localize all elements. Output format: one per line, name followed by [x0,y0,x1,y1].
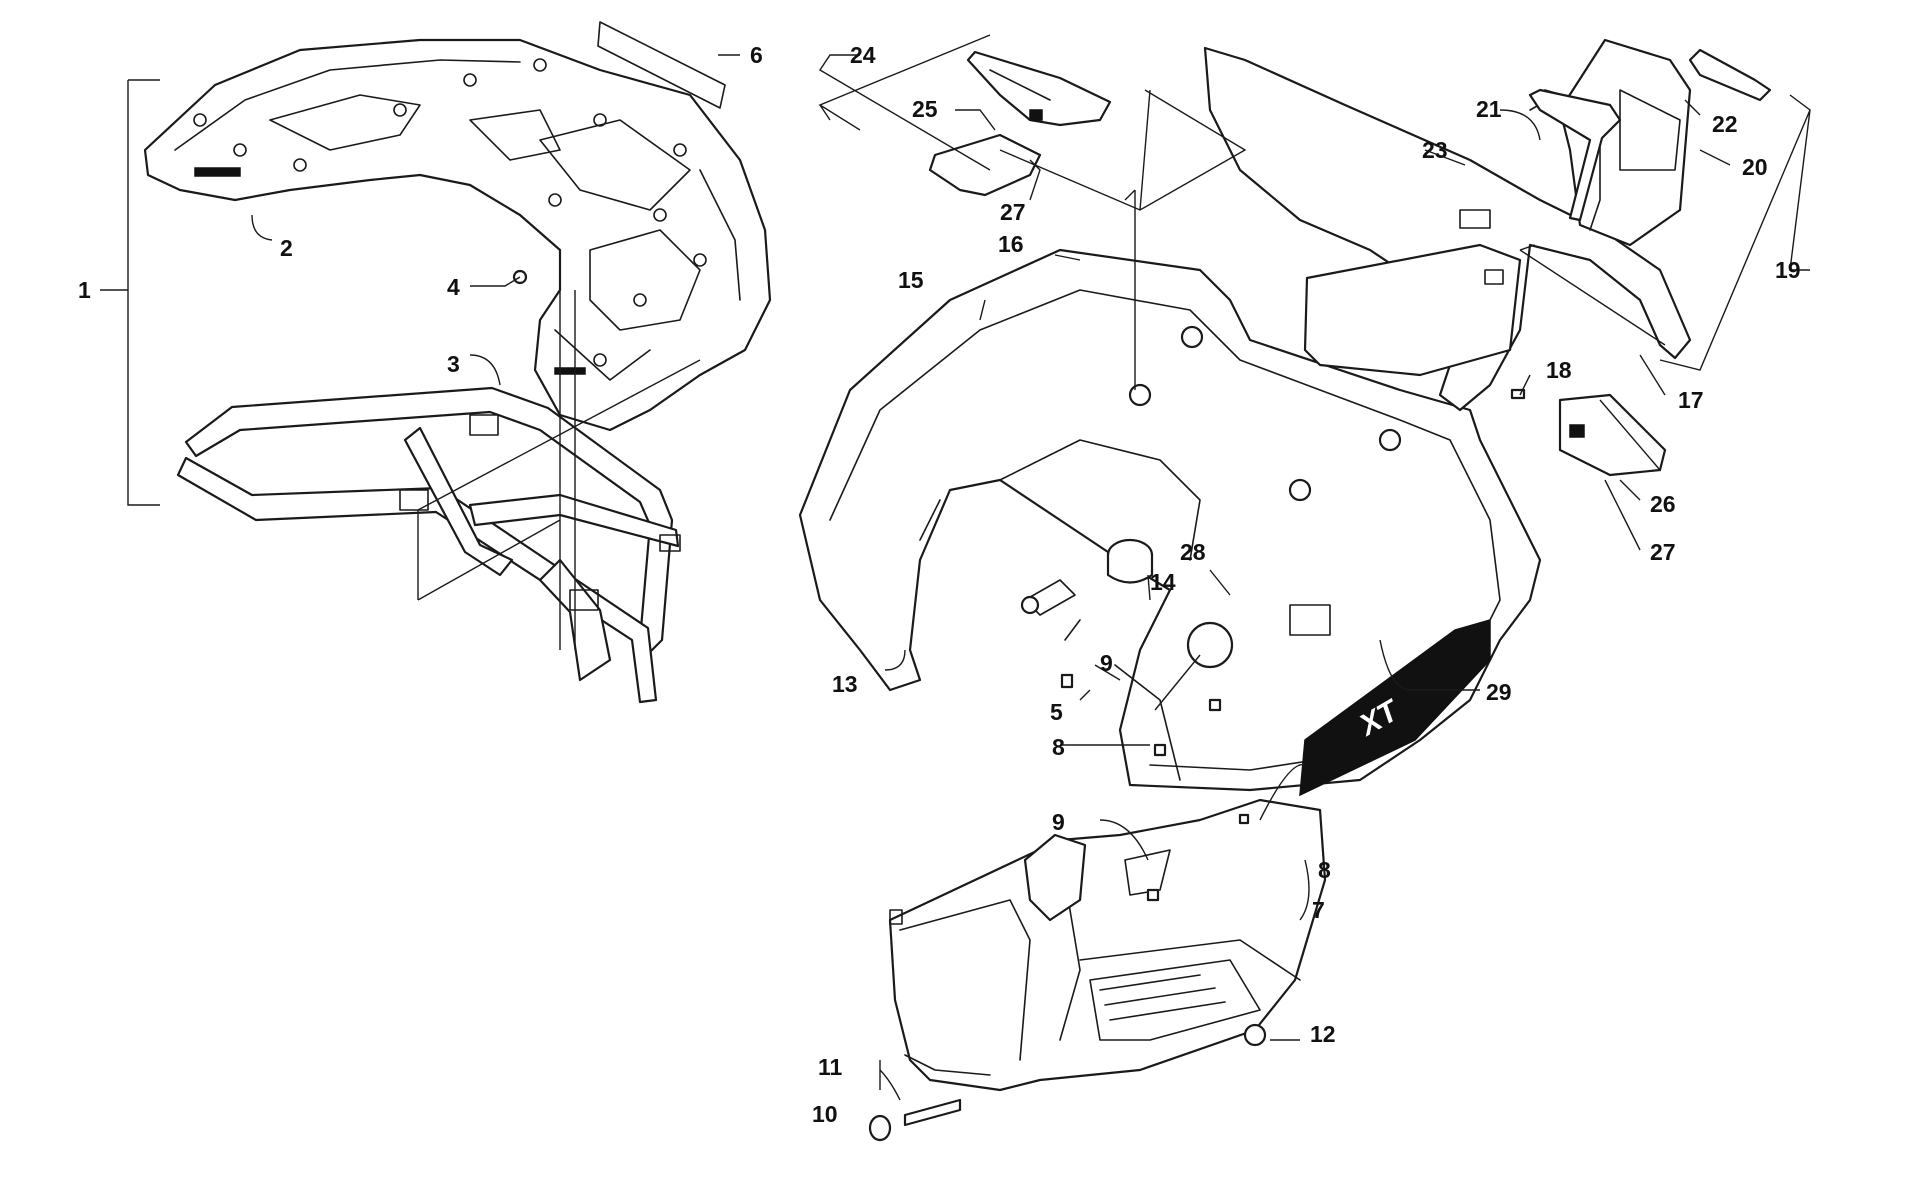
left-taillight [966,50,1112,127]
callout-20: 20 [1742,154,1768,180]
callout-5: 5 [1050,699,1063,725]
callout-8a: 8 [1052,734,1065,760]
callout-2: 2 [280,235,293,261]
callout-18: 18 [1546,357,1572,383]
storage-handle [1528,88,1622,222]
callout-13: 13 [832,671,858,697]
callout-19: 19 [1775,257,1801,283]
rear-rack [143,38,772,432]
fasteners [512,269,1526,1142]
callout-11: 11 [818,1054,843,1080]
callout-16: 16 [998,231,1024,257]
callout-22: 22 [1712,111,1738,137]
callout-9b: 9 [1052,809,1065,835]
callout-15: 15 [898,267,924,293]
callout-4: 4 [447,274,460,300]
callout-27b: 27 [1650,539,1676,565]
leader-lines [100,34,1811,1101]
left-taillight-bracket [928,133,1042,197]
callout-9a: 9 [1100,650,1113,676]
callout-24: 24 [850,42,876,68]
right-taillight [1558,393,1667,477]
callout-25: 25 [912,96,938,122]
callout-10: 10 [812,1101,838,1127]
callout-7: 7 [1312,897,1325,923]
callout-1: 1 [78,277,91,303]
callout-27a: 27 [1000,199,1026,225]
rack-frame [176,386,681,704]
callout-6: 6 [750,42,763,68]
callout-3: 3 [447,351,460,377]
rack-decal-strip [597,21,726,109]
callout-17: 17 [1678,387,1704,413]
callout-28: 28 [1180,539,1206,565]
callout-26: 26 [1650,491,1676,517]
callout-12: 12 [1310,1021,1336,1047]
footwell [888,798,1327,1092]
callout-8b: 8 [1318,857,1331,883]
callout-23: 23 [1422,137,1448,163]
xt-side-decal: XT [1299,619,1491,797]
callout-14: 14 [1150,569,1176,595]
callout-21: 21 [1476,96,1502,122]
fuel-cap [1106,538,1154,584]
callout-29: 29 [1486,679,1512,705]
callout-labels: 1 2 3 4 5 6 7 8 8 9 9 10 11 12 13 14 15 … [78,42,1801,1127]
fuel-fitting [1020,579,1081,689]
storage-trunk [1203,38,1772,412]
